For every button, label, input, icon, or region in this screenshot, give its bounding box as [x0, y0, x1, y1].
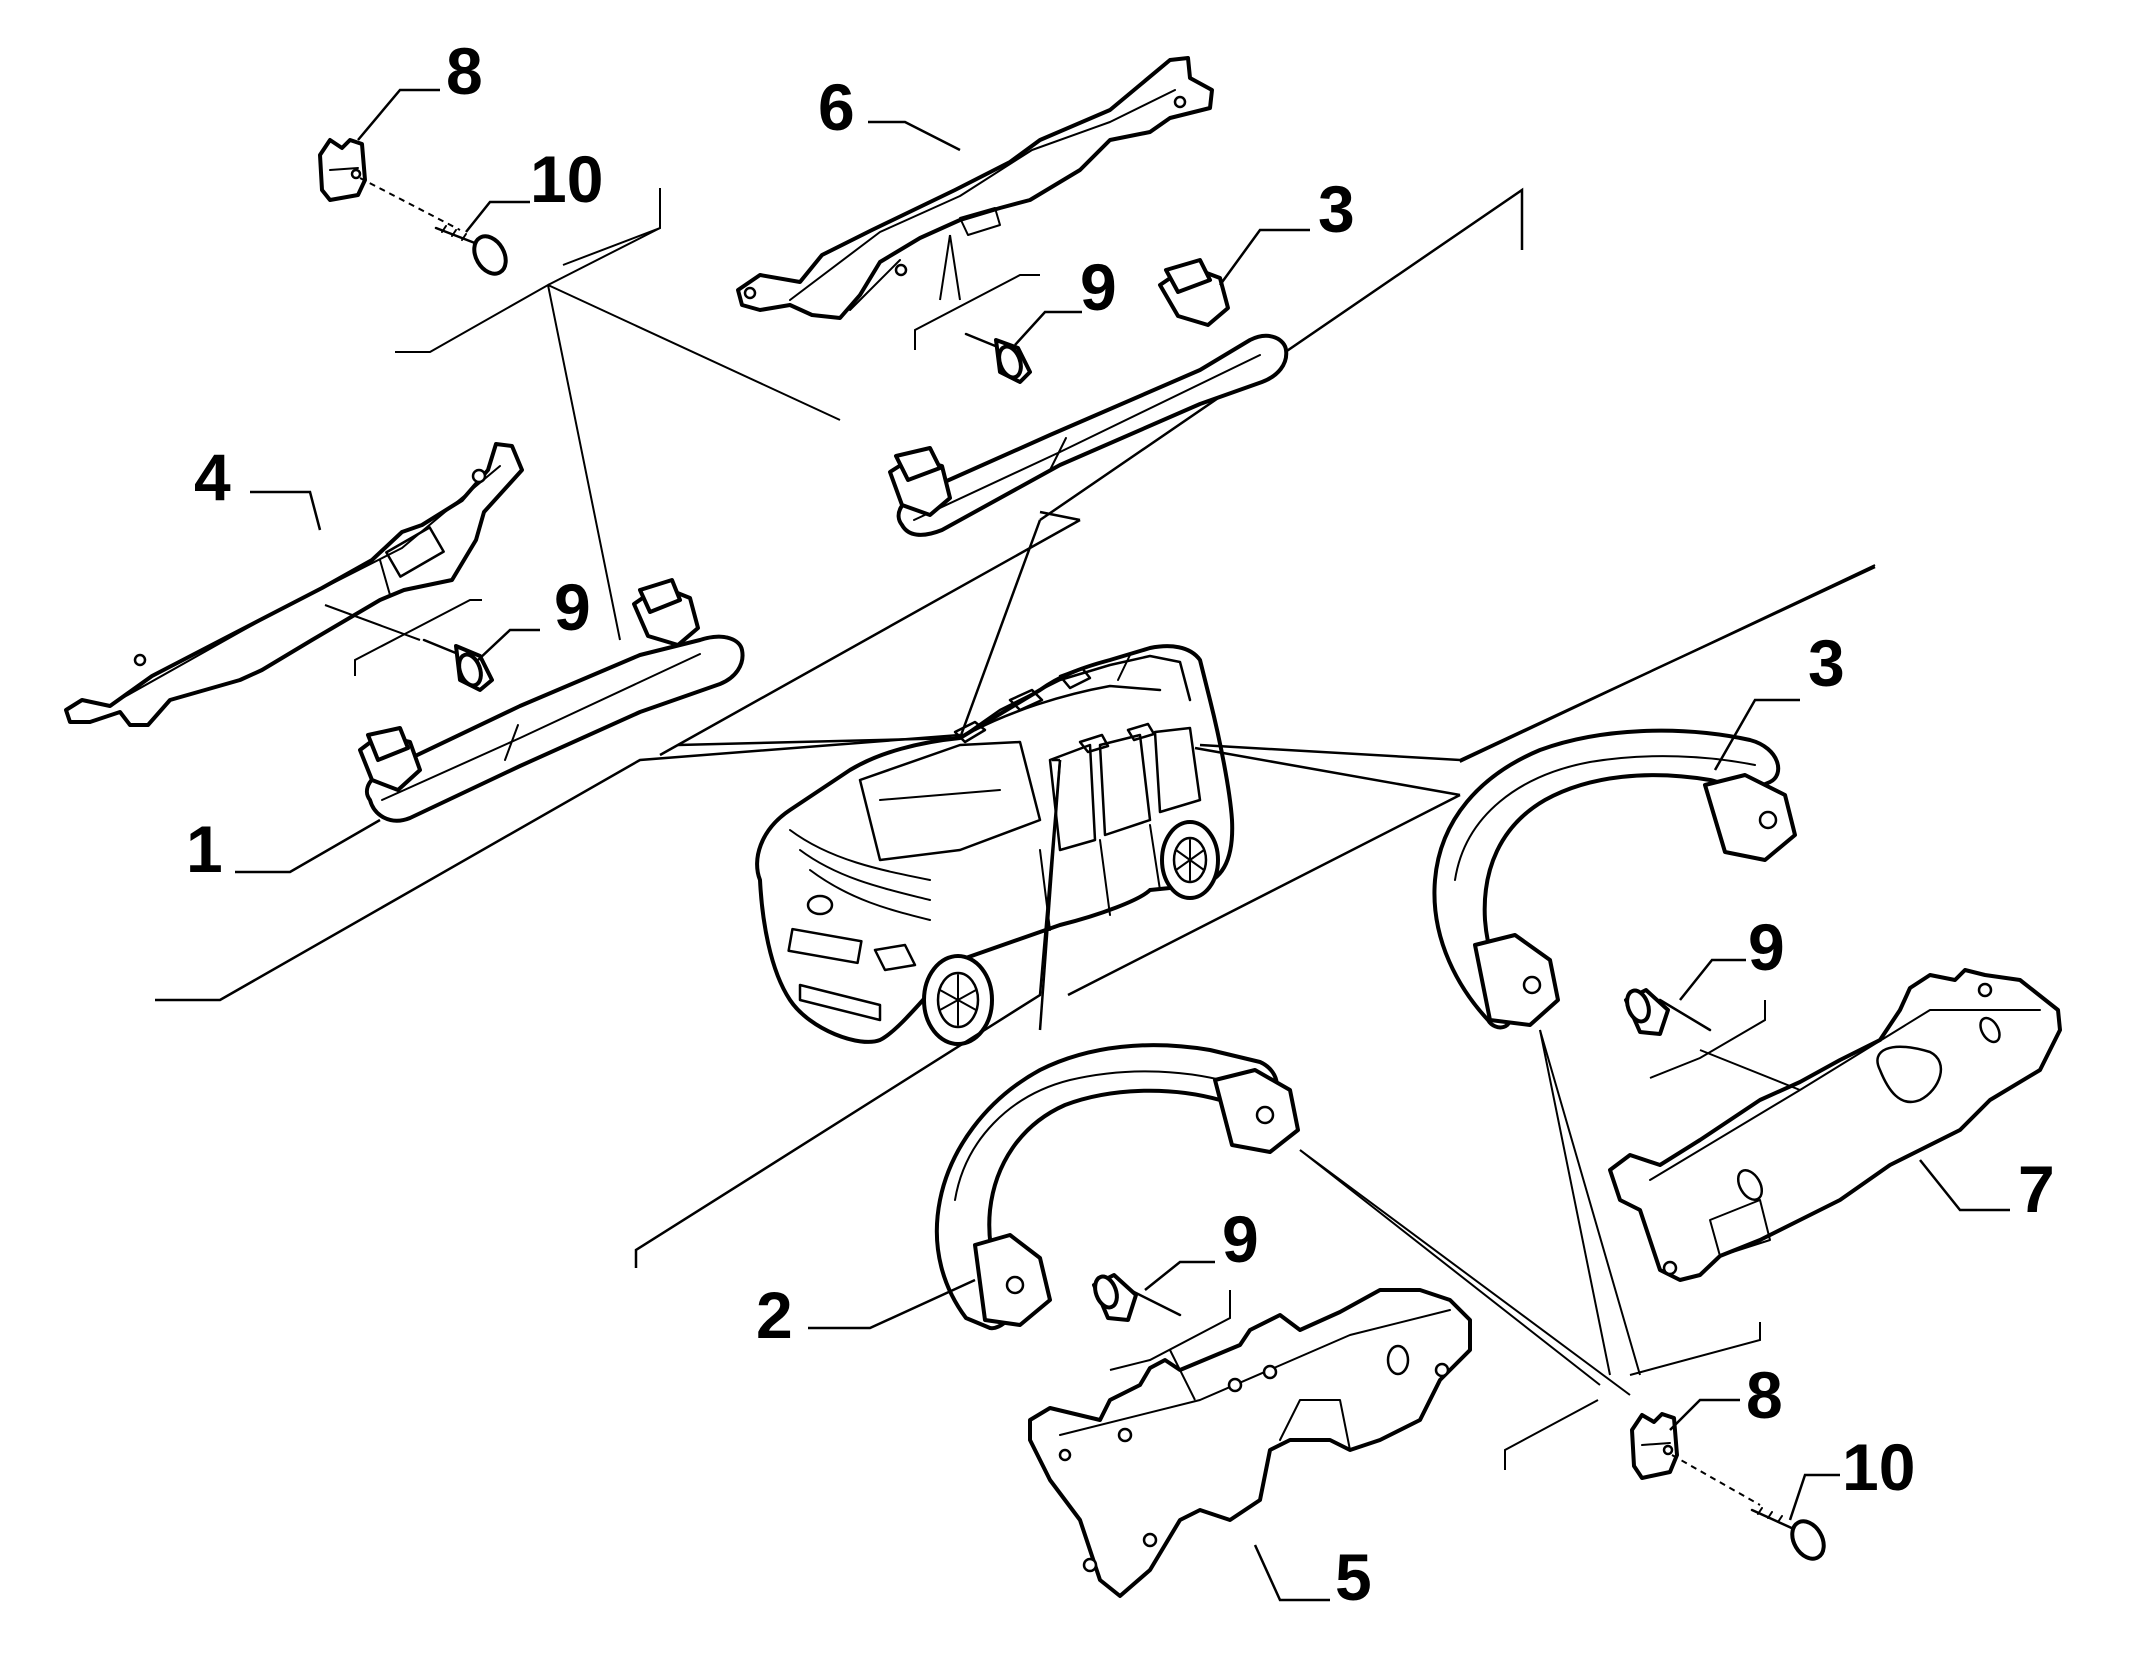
rivet-icon: [964, 332, 1032, 384]
bracket-icon: [1608, 968, 2062, 1282]
grab-handle-icon: [358, 578, 745, 823]
callout-8-top: 8: [446, 34, 483, 108]
callout-3-rear: 3: [1808, 626, 1845, 700]
bracket-icon: [64, 442, 524, 727]
callout-10-top: 10: [530, 142, 603, 216]
callout-leaders: [235, 88, 2010, 1602]
callout-9-right: 9: [1748, 910, 1785, 984]
rivet-icon: [1624, 988, 1712, 1036]
callout-8-bottom: 8: [1746, 1358, 1783, 1432]
bracket-icon: [736, 56, 1214, 320]
callout-5: 5: [1335, 1540, 1372, 1614]
callout-2: 2: [756, 1278, 793, 1352]
grab-handle-icon: [934, 1043, 1300, 1331]
callout-9-left: 9: [554, 570, 591, 644]
clip-icon: [1630, 1412, 1679, 1480]
grab-handle-icon: [1432, 728, 1797, 1030]
car-icon: [755, 644, 1235, 1046]
callout-3-top: 3: [1318, 172, 1355, 246]
rivet-icon: [422, 638, 494, 692]
callout-7: 7: [2018, 1152, 2055, 1226]
reference-lines: [324, 188, 1876, 1470]
grab-handle-icon: [888, 258, 1289, 537]
callout-6: 6: [818, 70, 855, 144]
rivet-icon: [1092, 1273, 1182, 1322]
bracket-icon: [1028, 1288, 1472, 1598]
callout-1: 1: [186, 812, 223, 886]
screw-icon: [359, 177, 508, 276]
callout-labels: 1 2 3 3 4 5 6 7 8 8 9 9 9 9 10 10: [186, 34, 2055, 1614]
callout-9-bottom: 9: [1222, 1202, 1259, 1276]
callout-9-top: 9: [1080, 250, 1117, 324]
clip-icon: [318, 138, 367, 202]
screw-icon: [1671, 1454, 1826, 1561]
callout-4: 4: [194, 440, 231, 514]
callout-10-bottom: 10: [1842, 1430, 1915, 1504]
